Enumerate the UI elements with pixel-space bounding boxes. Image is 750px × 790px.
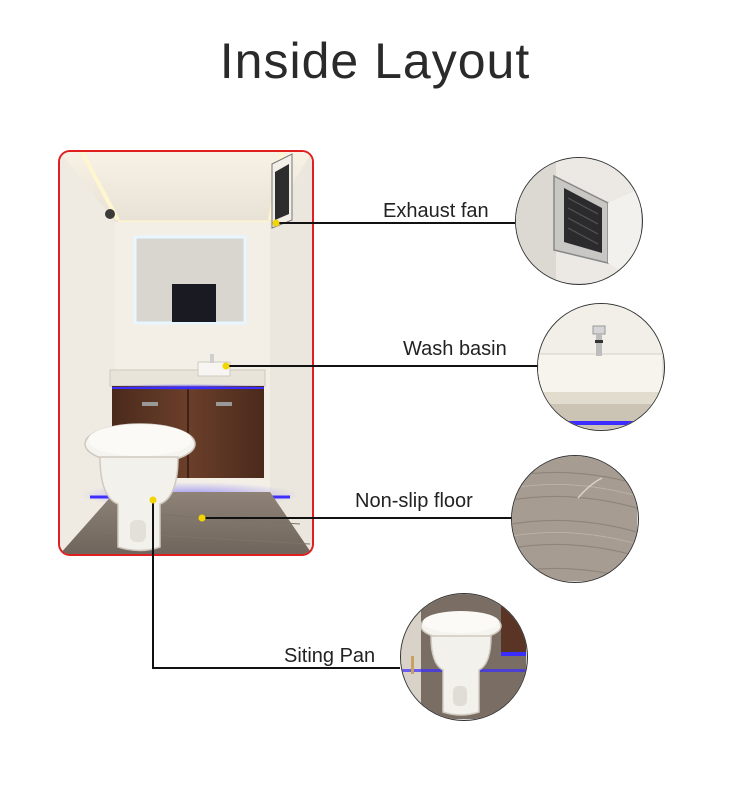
siting-pan-detail-image xyxy=(400,593,528,721)
siting-pan-label: Siting Pan xyxy=(284,645,376,667)
wash-basin-label: Wash basin xyxy=(403,338,507,360)
page-title: Inside Layout xyxy=(219,33,531,89)
non-slip-floor-detail-image xyxy=(511,455,639,583)
bathroom-interior-photo xyxy=(58,150,314,556)
non-slip-floor-label: Non-slip floor xyxy=(355,490,473,512)
exhaust-fan-label: Exhaust fan xyxy=(383,200,489,222)
wash-basin-detail-image xyxy=(537,303,665,431)
exhaust-fan-detail-image xyxy=(515,157,643,285)
